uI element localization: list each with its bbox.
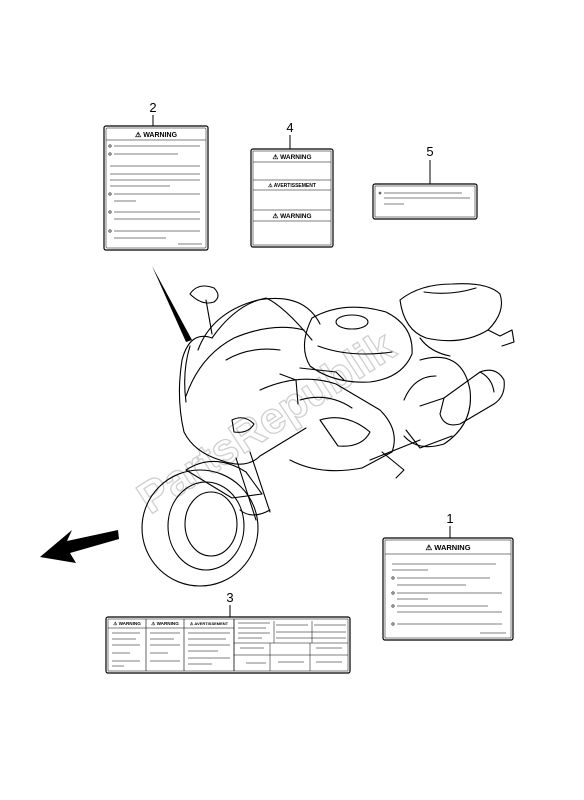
arrow-left-down-icon — [40, 530, 119, 563]
callout-4: 4 — [286, 120, 294, 149]
label-1[interactable]: ⚠ WARNING — [382, 537, 514, 641]
callout-3: 3 — [226, 590, 234, 617]
callout-5-number: 5 — [426, 144, 433, 159]
label-3-header-a: ⚠ WARNING — [113, 621, 141, 626]
label-3-header-b: ⚠ WARNING — [151, 621, 179, 626]
callout-5: 5 — [426, 144, 434, 184]
label-5[interactable] — [372, 183, 478, 220]
label-2-header: ⚠ WARNING — [135, 131, 178, 139]
callout-2: 2 — [149, 100, 157, 126]
label-2[interactable]: ⚠ WARNING — [103, 125, 209, 251]
callout-3-number: 3 — [226, 590, 233, 605]
label-3[interactable]: ⚠ WARNING ⚠ WARNING ⚠ AVERTISSEMENT — [105, 616, 351, 674]
label-4-header-b: ⚠ AVERTISSEMENT — [268, 183, 316, 189]
callout-2-number: 2 — [149, 100, 156, 115]
label-4-header-c: ⚠ WARNING — [272, 212, 311, 220]
callout-4-number: 4 — [286, 120, 293, 135]
label-3-header-c: ⚠ AVERTISSEMENT — [190, 621, 229, 626]
label-4-header-a: ⚠ WARNING — [272, 153, 311, 161]
callout-1: 1 — [446, 511, 454, 538]
label-1-header: ⚠ WARNING — [425, 543, 470, 552]
motorcycle-illustration — [141, 266, 515, 587]
watermark: PartsRepublik — [129, 321, 404, 524]
label-4[interactable]: ⚠ WARNING ⚠ AVERTISSEMENT ⚠ WARNING — [250, 148, 334, 248]
callout-1-number: 1 — [446, 511, 453, 526]
